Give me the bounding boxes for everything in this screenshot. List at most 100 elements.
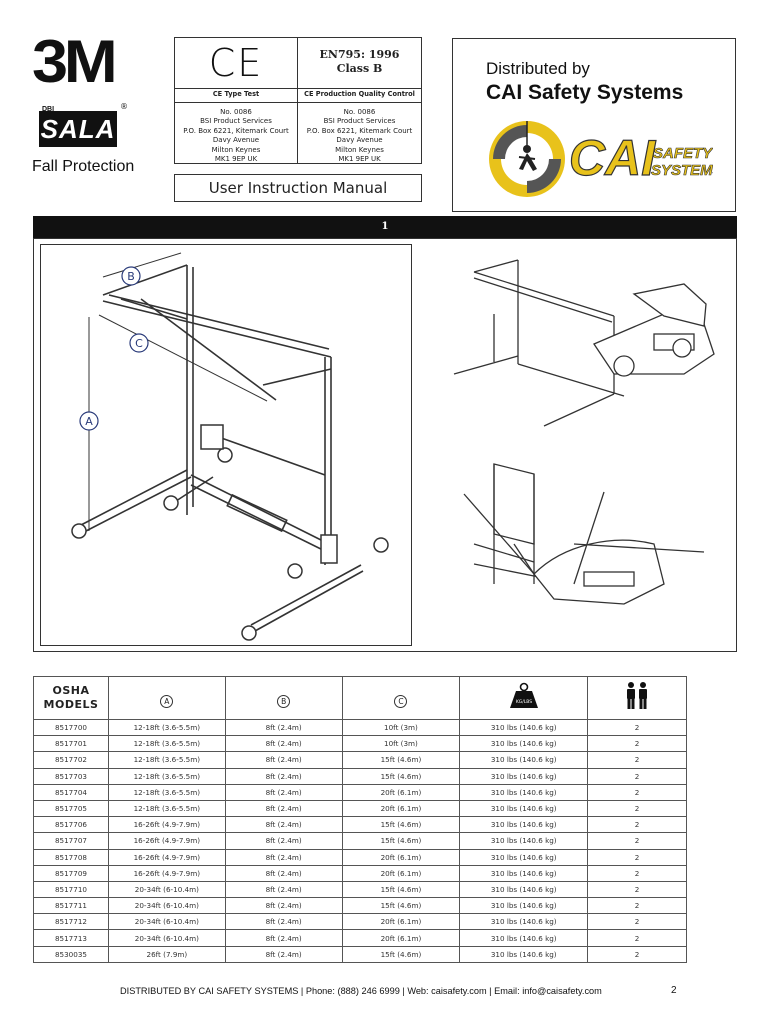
header-models: OSHA MODELS xyxy=(33,676,109,720)
dimension-c-cell: 15ft (4.6m) xyxy=(341,880,461,899)
manual-title: User Instruction Manual xyxy=(174,174,422,202)
cai-safety-logo: CAI SAFETY SYSTEMS xyxy=(489,121,713,197)
users-cell: 2 xyxy=(587,848,687,866)
model-cell: 8517707 xyxy=(33,832,109,850)
dimension-a-cell: 12-18ft (3.6-5.5m) xyxy=(107,751,226,769)
sala-logo: SALA xyxy=(39,111,117,147)
3m-logo: 3M xyxy=(32,28,118,95)
dimension-a-cell: 12-18ft (3.6-5.5m) xyxy=(107,718,226,737)
dimension-label-b: B xyxy=(127,270,135,283)
type-test-line: Milton Keynes xyxy=(211,145,261,154)
circle-a-icon: A xyxy=(160,694,174,708)
dimension-b-cell: 8ft (2.4m) xyxy=(224,913,343,931)
registered-mark: ® xyxy=(120,102,128,111)
dimension-a-cell: 20-34ft (6-10.4m) xyxy=(107,913,226,931)
standard-cell: EN795: 1996 Class B xyxy=(298,38,421,89)
dimension-a-cell: 12-18ft (3.6-5.5m) xyxy=(107,767,226,785)
users-cell: 2 xyxy=(587,751,687,769)
model-cell: 8517709 xyxy=(33,864,109,882)
brand-block: 3M DBI SALA ® Fall Protection xyxy=(32,32,152,176)
dimension-c-cell: 20ft (6.1m) xyxy=(341,864,461,882)
type-test-line: P.O. Box 6221, Kitemark Court xyxy=(183,126,289,135)
dimension-b-cell: 8ft (2.4m) xyxy=(224,864,343,882)
dimension-a-cell: 16-26ft (4.9-7.9m) xyxy=(107,848,226,866)
dimension-b-cell: 8ft (2.4m) xyxy=(224,718,343,737)
users-cell: 2 xyxy=(587,783,687,801)
capacity-cell: 310 lbs (140.6 kg) xyxy=(459,816,589,834)
users-cell: 2 xyxy=(587,718,687,737)
header-b: B xyxy=(224,676,343,720)
quality-control-line: BSI Product Services xyxy=(323,117,396,125)
footer-contact: DISTRIBUTED BY CAI SAFETY SYSTEMS | Phon… xyxy=(120,986,602,996)
dimension-c-cell: 15ft (4.6m) xyxy=(341,897,461,915)
capacity-cell: 310 lbs (140.6 kg) xyxy=(459,864,589,882)
capacity-cell: 310 lbs (140.6 kg) xyxy=(459,718,589,737)
users-cell: 2 xyxy=(587,913,687,931)
dimension-b-cell: 8ft (2.4m) xyxy=(224,848,343,866)
circle-b-icon: B xyxy=(277,694,291,708)
users-cell: 2 xyxy=(587,880,687,899)
model-cell: 8517711 xyxy=(33,897,109,915)
type-test-line: BSI Product Services xyxy=(200,117,272,125)
model-cell: 8517710 xyxy=(33,880,109,899)
standard-number: EN795: 1996 xyxy=(319,48,400,61)
quality-control-line: No. 0086 xyxy=(343,107,376,116)
weight-icon: KG/LBS xyxy=(509,682,538,708)
certification-box: CE EN795: 1996 Class B CE Type Test No. … xyxy=(174,37,422,164)
capacity-cell: 310 lbs (140.6 kg) xyxy=(459,832,589,850)
dimension-label-a: A xyxy=(85,415,93,428)
cai-logo-text: CAI xyxy=(569,130,656,186)
dimension-b-cell: 8ft (2.4m) xyxy=(224,945,343,963)
figure-frame: B C A xyxy=(33,238,737,652)
header-users xyxy=(587,676,687,720)
users-cell: 2 xyxy=(587,897,687,915)
capacity-cell: 310 lbs (140.6 kg) xyxy=(459,897,589,915)
model-cell: 8517702 xyxy=(33,751,109,769)
dimension-c-cell: 10ft (3m) xyxy=(341,735,461,753)
specifications-table: OSHA MODELS A B C KG/LBS xyxy=(33,676,687,963)
model-cell: 8517705 xyxy=(33,799,109,818)
model-cell: 8517701 xyxy=(33,735,109,753)
dimension-b-cell: 8ft (2.4m) xyxy=(224,880,343,899)
dimension-a-cell: 20-34ft (6-10.4m) xyxy=(107,880,226,899)
capacity-cell: 310 lbs (140.6 kg) xyxy=(459,848,589,866)
dbi-label: DBI xyxy=(42,106,55,113)
model-cell: 8517713 xyxy=(33,929,109,947)
type-test-line: Davy Avenue xyxy=(212,136,260,144)
application-illustrations xyxy=(414,244,730,646)
capacity-cell: 310 lbs (140.6 kg) xyxy=(459,929,589,947)
dimension-a-cell: 20-34ft (6-10.4m) xyxy=(107,929,226,947)
dimension-a-cell: 20-34ft (6-10.4m) xyxy=(107,897,226,915)
users-cell: 2 xyxy=(587,945,687,963)
dimension-c-cell: 20ft (6.1m) xyxy=(341,848,461,866)
users-cell: 2 xyxy=(587,929,687,947)
users-cell: 2 xyxy=(587,767,687,785)
type-test-heading: CE Type Test xyxy=(175,89,297,103)
quality-control-line: MK1 9EP UK xyxy=(338,155,381,163)
dimension-b-cell: 8ft (2.4m) xyxy=(224,783,343,801)
dimension-c-cell: 15ft (4.6m) xyxy=(341,945,461,963)
model-cell: 8517712 xyxy=(33,913,109,931)
brand-tagline: Fall Protection xyxy=(32,158,135,175)
distributed-by-label: Distributed by xyxy=(486,59,590,78)
section-header: 1 xyxy=(33,216,737,238)
cai-logo-safety-text: SAFETY xyxy=(653,145,713,162)
table-header-row: OSHA MODELS A B C KG/LBS xyxy=(33,676,687,720)
type-test-column: CE Type Test No. 0086 BSI Product Servic… xyxy=(175,89,298,163)
model-cell: 8530035 xyxy=(33,945,109,963)
dimension-b-cell: 8ft (2.4m) xyxy=(224,929,343,947)
two-persons-icon xyxy=(627,682,648,709)
dimension-c-cell: 20ft (6.1m) xyxy=(341,799,461,818)
